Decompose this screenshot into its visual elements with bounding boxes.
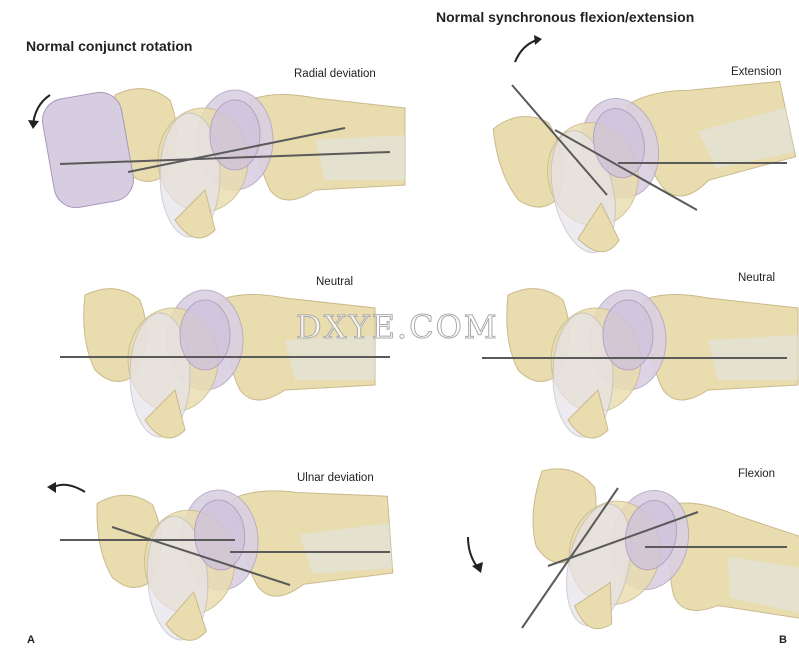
panel-extension <box>490 35 799 270</box>
panel-letter-b: B <box>779 634 787 646</box>
rotation-arrow-icon <box>51 483 86 493</box>
rotation-arrow-icon <box>467 536 479 569</box>
rotation-arrow-icon <box>514 39 538 63</box>
label-neutral-right: Neutral <box>738 272 776 284</box>
label-neutral-left: Neutral <box>316 276 354 288</box>
label-radial-deviation: Radial deviation <box>294 68 376 80</box>
label-flexion: Flexion <box>738 468 776 480</box>
label-ulnar-deviation: Ulnar deviation <box>297 472 374 484</box>
panel-letter-a: A <box>27 634 35 646</box>
title-flexion-extension: Normal synchronous flexion/extension <box>436 9 695 25</box>
label-extension: Extension <box>731 66 782 78</box>
panel-flexion <box>467 463 799 651</box>
panel-neutral-left <box>60 288 390 439</box>
panel-radial-deviation <box>28 88 406 239</box>
watermark: DXYE.COM <box>296 308 499 347</box>
title-conjunct-rotation: Normal conjunct rotation <box>26 38 193 54</box>
panel-ulnar-deviation <box>47 476 397 647</box>
panel-neutral-right <box>482 288 799 439</box>
